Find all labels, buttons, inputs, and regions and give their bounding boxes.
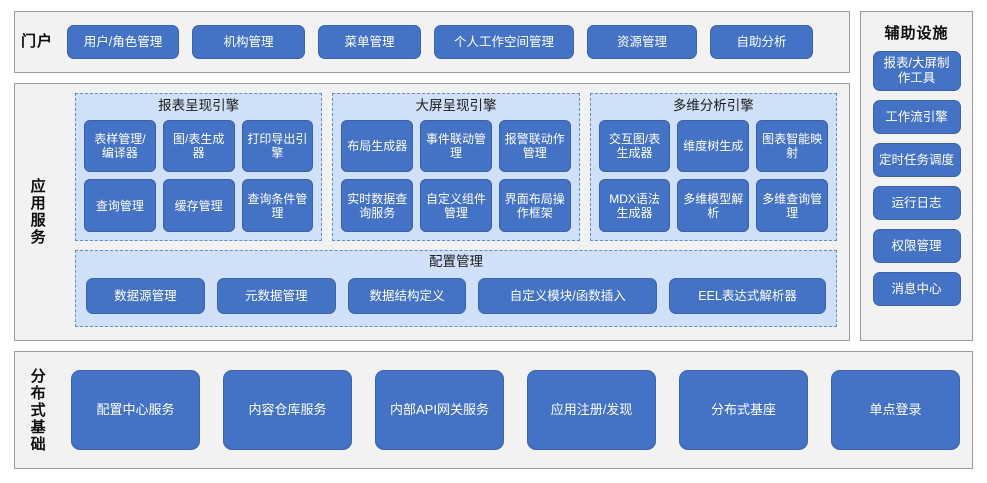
engine-item-dimension-tree-generation[interactable]: 维度树生成 — [677, 119, 750, 173]
engine-item-chart-table-generator[interactable]: 图/表生成器 — [162, 119, 235, 173]
engine-item-report-template-management-compiler[interactable]: 表样管理/编译器 — [84, 119, 156, 173]
engine-item-multidimensional-query-management[interactable]: 多维查询管理 — [756, 179, 828, 232]
infra-item-distributed-base[interactable]: 分布式基座 — [679, 370, 808, 450]
engine-item-alarm-linkage-action-management[interactable]: 报警联动作管理 — [498, 119, 571, 173]
aux-item-workflow-engine[interactable]: 工作流引擎 — [872, 100, 961, 134]
distributed-infrastructure-label: 分布式基础 — [15, 352, 59, 468]
engine-item-multidimensional-model-parsing[interactable]: 多维模型解析 — [677, 179, 750, 232]
config-item-metadata-management[interactable]: 元数据管理 — [216, 278, 336, 315]
engine-grid-large-screen-rendering: 布局生成器 事件联动管理 报警联动作管理 实时数据查询服务 自定义组件管理 界面… — [341, 119, 571, 232]
config-item-custom-module-function-insertion[interactable]: 自定义模块/函数插入 — [478, 278, 658, 315]
engine-grid-report-rendering: 表样管理/编译器 图/表生成器 打印导出引擎 查询管理 缓存管理 查询条件管理 — [84, 119, 314, 232]
engine-title-large-screen-rendering: 大屏呈现引擎 — [415, 98, 497, 113]
portal-item-user-role-management[interactable]: 用户/角色管理 — [67, 25, 179, 59]
distributed-infrastructure-row: 配置中心服务 内容仓库服务 内部API网关服务 应用注册/发现 分布式基座 单点… — [71, 352, 960, 468]
config-item-eel-expression-parser[interactable]: EEL表达式解析器 — [669, 278, 826, 315]
auxiliary-facilities-title: 辅助设施 — [884, 25, 949, 42]
auxiliary-facilities-list: 报表/大屏制作工具 工作流引擎 定时任务调度 运行日志 权限管理 消息中心 — [861, 51, 972, 306]
aux-item-report-dashboard-authoring-tool[interactable]: 报表/大屏制作工具 — [872, 51, 961, 91]
engine-item-print-export-engine[interactable]: 打印导出引擎 — [241, 119, 314, 173]
auxiliary-facilities-section: 辅助设施 报表/大屏制作工具 工作流引擎 定时任务调度 运行日志 权限管理 消息… — [860, 11, 973, 341]
configuration-management-row: 数据源管理 元数据管理 数据结构定义 自定义模块/函数插入 EEL表达式解析器 — [86, 275, 826, 318]
aux-item-runtime-log[interactable]: 运行日志 — [872, 186, 961, 220]
config-item-datasource-management[interactable]: 数据源管理 — [86, 278, 205, 315]
portal-label-text: 门户 — [20, 33, 53, 51]
portal-item-resource-management[interactable]: 资源管理 — [587, 25, 697, 59]
engine-item-event-linkage-management[interactable]: 事件联动管理 — [420, 119, 492, 173]
engine-title-multidimensional-analysis: 多维分析引擎 — [672, 98, 754, 113]
engine-item-chart-intelligent-mapping[interactable]: 图表智能映射 — [756, 119, 828, 173]
portal-item-organization-management[interactable]: 机构管理 — [192, 25, 305, 59]
portal-button-row: 用户/角色管理 机构管理 菜单管理 个人工作空间管理 资源管理 自助分析 — [67, 12, 841, 72]
aux-item-scheduled-task-scheduler[interactable]: 定时任务调度 — [872, 143, 961, 177]
aux-item-message-center[interactable]: 消息中心 — [872, 272, 961, 306]
portal-section-label: 门户 — [15, 12, 59, 72]
engine-item-mdx-syntax-generator[interactable]: MDX语法生成器 — [598, 179, 671, 232]
engine-title-report-rendering: 报表呈现引擎 — [158, 98, 240, 113]
configuration-management-title: 配置管理 — [429, 254, 483, 269]
infra-item-application-registration-discovery[interactable]: 应用注册/发现 — [527, 370, 656, 450]
engine-item-cache-management[interactable]: 缓存管理 — [162, 179, 235, 232]
engine-item-realtime-data-query-service[interactable]: 实时数据查询服务 — [341, 179, 414, 232]
engine-grid-multidimensional-analysis: 交互图/表生成器 维度树生成 图表智能映射 MDX语法生成器 多维模型解析 多维… — [598, 119, 828, 232]
application-services-content: 报表呈现引擎 表样管理/编译器 图/表生成器 打印导出引擎 查询管理 缓存管理 … — [75, 93, 837, 331]
engine-item-layout-generator[interactable]: 布局生成器 — [341, 119, 414, 173]
portal-item-self-service-analysis[interactable]: 自助分析 — [710, 25, 813, 59]
engines-row: 报表呈现引擎 表样管理/编译器 图/表生成器 打印导出引擎 查询管理 缓存管理 … — [75, 93, 837, 241]
engine-item-query-management[interactable]: 查询管理 — [84, 179, 156, 232]
portal-section: 门户 用户/角色管理 机构管理 菜单管理 个人工作空间管理 资源管理 自助分析 — [14, 11, 850, 73]
config-item-data-structure-definition[interactable]: 数据结构定义 — [347, 278, 467, 315]
infra-item-content-repository-service[interactable]: 内容仓库服务 — [223, 370, 352, 450]
distributed-infrastructure-label-text: 分布式基础 — [28, 367, 46, 453]
engine-item-interactive-chart-table-generator[interactable]: 交互图/表生成器 — [598, 119, 671, 173]
engine-group-report-rendering: 报表呈现引擎 表样管理/编译器 图/表生成器 打印导出引擎 查询管理 缓存管理 … — [75, 93, 323, 241]
infra-item-internal-api-gateway-service[interactable]: 内部API网关服务 — [375, 370, 504, 450]
engine-item-query-condition-management[interactable]: 查询条件管理 — [241, 179, 314, 232]
engine-item-ui-layout-operation-framework[interactable]: 界面布局操作框架 — [498, 179, 571, 232]
portal-item-menu-management[interactable]: 菜单管理 — [318, 25, 421, 59]
distributed-infrastructure-section: 分布式基础 配置中心服务 内容仓库服务 内部API网关服务 应用注册/发现 分布… — [14, 351, 973, 469]
application-services-label-text: 应用服务 — [28, 178, 46, 246]
infra-item-single-sign-on[interactable]: 单点登录 — [831, 370, 960, 450]
infra-item-config-center-service[interactable]: 配置中心服务 — [71, 370, 200, 450]
aux-item-permission-management[interactable]: 权限管理 — [872, 229, 961, 263]
application-services-section: 应用服务 报表呈现引擎 表样管理/编译器 图/表生成器 打印导出引擎 查询管理 … — [14, 83, 850, 341]
configuration-management-group: 配置管理 数据源管理 元数据管理 数据结构定义 自定义模块/函数插入 EEL表达… — [75, 250, 837, 327]
portal-item-personal-workspace-management[interactable]: 个人工作空间管理 — [434, 25, 574, 59]
application-services-label: 应用服务 — [15, 84, 59, 340]
engine-group-multidimensional-analysis: 多维分析引擎 交互图/表生成器 维度树生成 图表智能映射 MDX语法生成器 多维… — [589, 93, 837, 241]
engine-item-custom-component-management[interactable]: 自定义组件管理 — [420, 179, 492, 232]
engine-group-large-screen-rendering: 大屏呈现引擎 布局生成器 事件联动管理 报警联动作管理 实时数据查询服务 自定义… — [332, 93, 580, 241]
